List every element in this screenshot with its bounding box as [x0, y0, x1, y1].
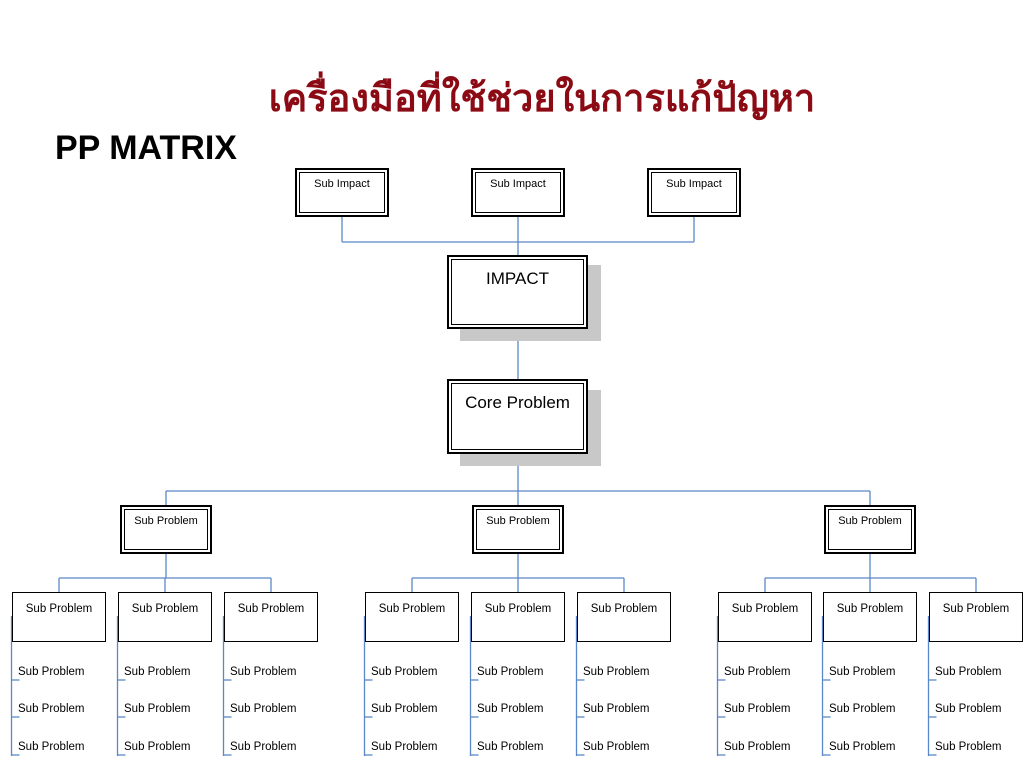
sub-problem-box: Sub Problem	[472, 505, 564, 554]
sub-problem-box-l2-label: Sub Problem	[836, 603, 904, 615]
sub-problem-item: Sub Problem	[829, 703, 896, 715]
sub-problem-box-l2-label: Sub Problem	[484, 603, 552, 615]
sub-problem-item: Sub Problem	[724, 703, 791, 715]
sub-problem-item: Sub Problem	[477, 666, 544, 678]
sub-problem-item: Sub Problem	[230, 703, 297, 715]
sub-problem-item: Sub Problem	[477, 741, 544, 753]
sub-problem-box-l2-label: Sub Problem	[942, 603, 1010, 615]
sub-problem-item: Sub Problem	[583, 666, 650, 678]
sub-problem-item: Sub Problem	[477, 703, 544, 715]
sub-problem-item: Sub Problem	[371, 666, 438, 678]
sub-impact-box: Sub Impact	[471, 168, 565, 217]
sub-problem-item: Sub Problem	[829, 666, 896, 678]
sub-problem-box-label: Sub Problem	[134, 515, 198, 527]
sub-problem-box-l2: Sub Problem	[823, 592, 917, 642]
sub-problem-box-l2-label: Sub Problem	[25, 603, 93, 615]
sub-impact-box: Sub Impact	[647, 168, 741, 217]
sub-problem-item: Sub Problem	[935, 703, 1002, 715]
sub-problem-item: Sub Problem	[371, 703, 438, 715]
sub-problem-box: Sub Problem	[120, 505, 212, 554]
sub-problem-item: Sub Problem	[371, 741, 438, 753]
sub-impact-box: Sub Impact	[295, 168, 389, 217]
sub-impact-box-label: Sub Impact	[666, 178, 722, 190]
core-problem-box-label: Core Problem	[465, 393, 570, 412]
sub-problem-box-label: Sub Problem	[486, 515, 550, 527]
sub-problem-item: Sub Problem	[230, 666, 297, 678]
sub-problem-box-l2: Sub Problem	[365, 592, 459, 642]
sub-problem-box-l2: Sub Problem	[929, 592, 1023, 642]
sub-problem-box-l2: Sub Problem	[12, 592, 106, 642]
sub-problem-item: Sub Problem	[18, 741, 85, 753]
core-problem-box: Core Problem	[447, 379, 588, 454]
sub-problem-box-l2-label: Sub Problem	[378, 603, 446, 615]
sub-impact-box-label: Sub Impact	[490, 178, 546, 190]
sub-problem-item: Sub Problem	[124, 741, 191, 753]
sub-problem-box-l2-label: Sub Problem	[590, 603, 658, 615]
sub-problem-item: Sub Problem	[230, 741, 297, 753]
sub-problem-box-l2: Sub Problem	[471, 592, 565, 642]
sub-problem-item: Sub Problem	[18, 666, 85, 678]
sub-problem-item: Sub Problem	[583, 741, 650, 753]
impact-box: IMPACT	[447, 255, 588, 329]
sub-problem-item: Sub Problem	[18, 703, 85, 715]
sub-problem-box-l2: Sub Problem	[118, 592, 212, 642]
sub-problem-box-l2-label: Sub Problem	[131, 603, 199, 615]
sub-problem-item: Sub Problem	[724, 741, 791, 753]
sub-problem-box-l2: Sub Problem	[718, 592, 812, 642]
sub-problem-item: Sub Problem	[935, 666, 1002, 678]
sub-problem-item: Sub Problem	[829, 741, 896, 753]
slide-title: เครื่องมือที่ใช้ช่วยในการแก้ปัญหา	[268, 76, 816, 120]
sub-problem-item: Sub Problem	[583, 703, 650, 715]
sub-problem-box: Sub Problem	[824, 505, 916, 554]
sub-problem-item: Sub Problem	[124, 666, 191, 678]
sub-problem-item: Sub Problem	[935, 741, 1002, 753]
sub-problem-box-l2: Sub Problem	[224, 592, 318, 642]
sub-problem-box-l2: Sub Problem	[577, 592, 671, 642]
slide-subtitle: PP MATRIX	[55, 129, 237, 167]
sub-impact-box-label: Sub Impact	[314, 178, 370, 190]
sub-problem-item: Sub Problem	[724, 666, 791, 678]
sub-problem-box-l2-label: Sub Problem	[731, 603, 799, 615]
sub-problem-box-l2-label: Sub Problem	[237, 603, 305, 615]
sub-problem-box-label: Sub Problem	[838, 515, 902, 527]
impact-box-label: IMPACT	[486, 269, 549, 288]
sub-problem-item: Sub Problem	[124, 703, 191, 715]
